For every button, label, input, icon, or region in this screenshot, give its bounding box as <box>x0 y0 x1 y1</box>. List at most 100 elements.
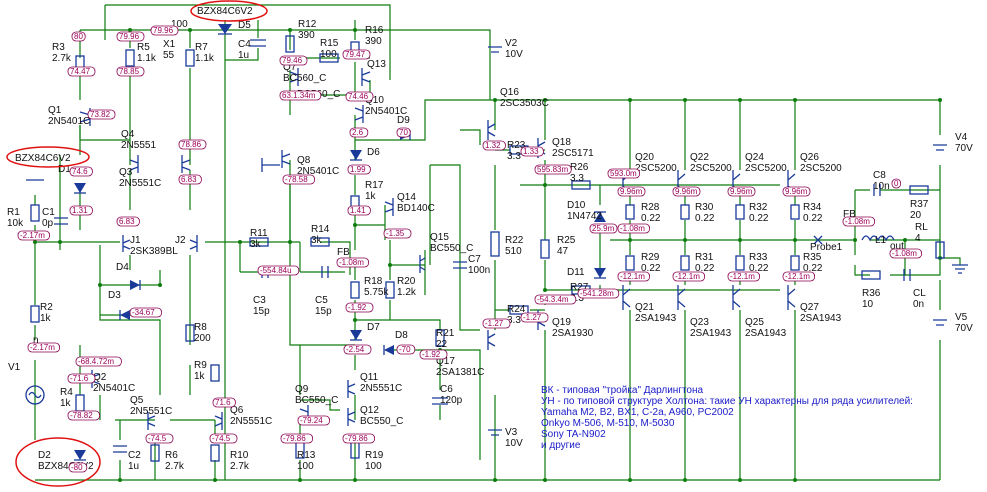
probe-bubble <box>607 168 641 179</box>
probe-value: 25.9m <box>592 224 615 233</box>
probe-bubble <box>178 139 207 150</box>
component-name: R24 <box>507 304 526 315</box>
component-name: R33 <box>749 252 768 263</box>
probe-bubble <box>279 55 308 66</box>
probe-value: 6.83 <box>119 217 135 226</box>
component-value: 10k <box>7 218 24 229</box>
component-name: Q18 <box>552 137 571 148</box>
resistor-symbol <box>540 239 550 259</box>
component-name: C1 <box>42 207 55 218</box>
component-value: 1.1k <box>195 53 215 64</box>
probe-value: -12.1m <box>620 272 645 281</box>
component-name: Q4 <box>121 129 135 140</box>
component-value: 0.22 <box>749 263 769 274</box>
probe-value: -12.1m <box>730 272 755 281</box>
component-value: BC550_C <box>295 395 338 406</box>
resistor-symbol <box>490 231 500 257</box>
component-name: Q17 <box>436 356 455 367</box>
component-value: 1u <box>128 461 139 472</box>
resistor-symbol <box>350 281 360 299</box>
component-name: R2 <box>40 302 53 313</box>
battery-symbol <box>488 46 502 53</box>
component-value: 120p <box>440 395 463 406</box>
free-label: n <box>33 335 39 346</box>
component-value: 2SC5200 <box>745 163 787 174</box>
probe-value: 78.86 <box>181 140 202 149</box>
probe-bubble <box>282 174 316 185</box>
probe-value: -12.1m <box>675 272 700 281</box>
probe-marker-icon <box>813 235 823 245</box>
component-name: Q9 <box>295 384 309 395</box>
component-name: Q5 <box>130 395 144 406</box>
probe-value: 0 <box>894 179 899 188</box>
probe-bubble <box>891 178 902 189</box>
probe-bubble <box>178 174 202 185</box>
component-value: BD140C <box>397 203 435 214</box>
component-value: 2N5401C <box>365 106 407 117</box>
component-value: 1k <box>40 313 52 324</box>
component-name: Q21 <box>635 302 654 313</box>
component-name: R10 <box>230 450 249 461</box>
component-value: 1.2k <box>397 287 417 298</box>
component-name: D9 <box>397 115 410 126</box>
resistor-symbol <box>249 237 269 247</box>
probe-value: 1.31 <box>72 206 88 215</box>
component-value: 2N5551C <box>119 178 161 189</box>
resistor-symbol <box>210 364 220 382</box>
probe-bubble <box>342 433 376 444</box>
probe-bubble <box>257 265 300 276</box>
probe-bubble <box>280 433 314 444</box>
probe-bubble <box>727 186 756 197</box>
battery-symbol <box>933 144 947 151</box>
component-name: Q22 <box>690 152 709 163</box>
probe-bubble <box>617 271 651 282</box>
component-name: Q24 <box>745 152 764 163</box>
note-line: и другие <box>541 440 581 451</box>
component-name: RL <box>915 222 928 233</box>
component-name: V2 <box>505 38 518 49</box>
probe-bubble <box>727 271 761 282</box>
component-value: 15p <box>253 306 270 317</box>
component-name: C7 <box>468 254 481 265</box>
note-line: Onkyo M-506, M-510, M-5030 <box>541 418 675 429</box>
probe-value: -74.5 <box>148 434 167 443</box>
component-name: V5 <box>955 312 968 323</box>
component-value: BZX84C6V2 <box>38 461 94 472</box>
component-name: R13 <box>297 450 316 461</box>
resistor-symbol <box>571 180 591 190</box>
probe-value: -1.08m <box>892 249 917 258</box>
component-value: 3k <box>250 239 262 250</box>
component-value: 510 <box>505 246 522 257</box>
capacitor-symbol <box>321 266 329 278</box>
probe-bubble <box>534 164 572 175</box>
component-value: BC560_C <box>283 73 326 84</box>
component-name: Q19 <box>552 317 571 328</box>
probe-value: 74.46 <box>348 92 369 101</box>
probe-bubble <box>347 205 371 216</box>
probe-bubble <box>419 349 448 360</box>
component-name: Q2 <box>93 372 107 383</box>
component-name: D1 <box>58 164 71 175</box>
component-name: Q7 <box>283 62 297 73</box>
probe-bubble <box>482 318 511 329</box>
component-name: C5 <box>315 295 328 306</box>
probe-bubble <box>345 302 374 313</box>
probe-value: -70 <box>399 345 411 354</box>
component-name: Q26 <box>800 152 819 163</box>
component-name: R34 <box>803 202 822 213</box>
component-name: Q12 <box>360 405 379 416</box>
note-line: Sony TA-N902 <box>541 429 606 440</box>
component-name: D5 <box>238 20 251 31</box>
component-value: 2N5551C <box>360 383 402 394</box>
probe-value: -2.17m <box>30 343 55 352</box>
component-name: R21 <box>436 328 455 339</box>
battery-symbol <box>488 429 502 436</box>
probe-bubble <box>383 228 412 239</box>
probe-bubble <box>129 307 163 318</box>
component-name: C3 <box>253 295 266 306</box>
probe-bubble <box>67 410 101 421</box>
probe-bubble <box>534 294 577 305</box>
probe-bubble <box>209 433 238 444</box>
probe-value: -79.86 <box>283 434 306 443</box>
